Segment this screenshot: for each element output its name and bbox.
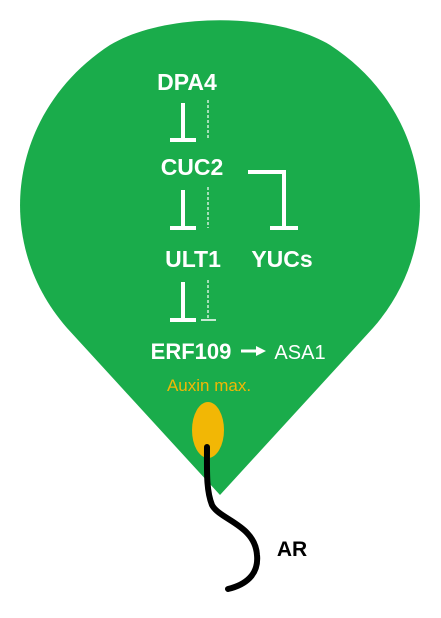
auxin-max-label: Auxin max. xyxy=(167,376,251,395)
node-ult1: ULT1 xyxy=(165,246,221,272)
node-dpa4: DPA4 xyxy=(157,69,217,95)
dashed-inhibition-ult1-erf109 xyxy=(201,280,216,321)
inhibition-cuc2-ult1 xyxy=(170,190,196,230)
inhibition-cuc2-yucs xyxy=(248,170,298,230)
node-yucs: YUCs xyxy=(251,246,312,272)
node-cuc2: CUC2 xyxy=(161,154,224,180)
root-curve xyxy=(203,444,261,592)
ar-label: AR xyxy=(277,538,307,561)
node-asa1: ASA1 xyxy=(274,342,325,364)
auxin-max-spot xyxy=(192,402,224,458)
node-erf109: ERF109 xyxy=(151,339,232,364)
activation-erf109-asa1 xyxy=(241,346,266,356)
inhibition-ult1-erf109 xyxy=(170,282,196,322)
inhibition-dpa4-cuc2 xyxy=(170,103,196,142)
leaf-shape xyxy=(20,20,420,495)
